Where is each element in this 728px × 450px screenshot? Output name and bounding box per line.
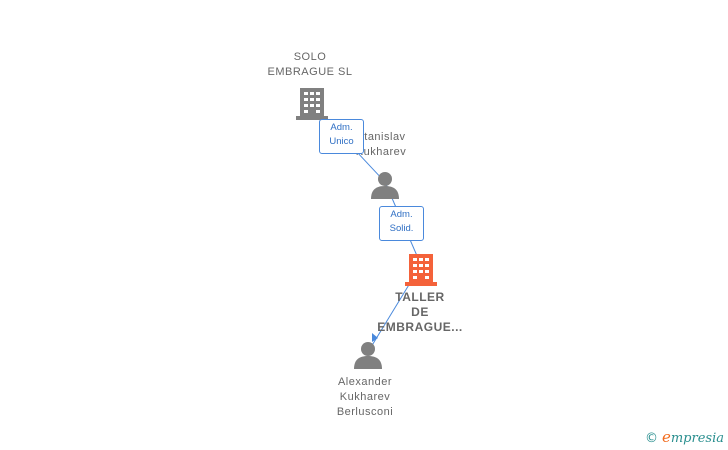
role-badge-line: Unico	[329, 136, 354, 147]
role-badge-line: Adm.	[390, 209, 413, 220]
node-label-line: SOLO	[293, 51, 327, 63]
node-label-line: Berlusconi	[336, 406, 394, 418]
role-badge-adm-solid[interactable]: Adm. Solid.	[379, 206, 424, 241]
node-label-line: Alexander	[337, 376, 393, 388]
role-badge-line: Solid.	[389, 223, 414, 234]
role-badge-line: Adm.	[330, 122, 353, 133]
node-label-line: EMBRAGUE...	[377, 320, 463, 334]
node-label-line: EMBRAGUE SL	[267, 66, 353, 78]
person-icon[interactable]	[353, 340, 383, 370]
company-building-icon[interactable]	[296, 86, 328, 120]
node-label-line: TALLER	[395, 290, 445, 304]
empresia-logo-initial: e	[661, 428, 671, 446]
node-label-alexander-kukharev-berlusconi[interactable]: Alexander Kukharev Berlusconi	[305, 375, 425, 420]
node-label-taller-de-embrague[interactable]: TALLER DE EMBRAGUE...	[360, 290, 480, 335]
node-label-stanislav-kukharev[interactable]: Stanislav Kukharev	[325, 130, 437, 160]
node-label-line: Kukharev	[355, 146, 407, 158]
role-badge-adm-unico[interactable]: Adm. Unico	[319, 119, 364, 154]
empresia-watermark: ©empresia	[645, 428, 724, 446]
node-label-solo-embrague[interactable]: SOLO EMBRAGUE SL	[250, 50, 370, 80]
empresia-logo-text: mpresia	[670, 431, 724, 446]
node-label-line: Kukharev	[339, 391, 391, 403]
node-label-line: Stanislav	[356, 131, 406, 143]
person-icon[interactable]	[370, 170, 400, 200]
arrow-head-alexander	[372, 333, 378, 342]
node-label-line: DE	[411, 305, 429, 319]
copyright-symbol: ©	[644, 431, 658, 446]
main-company-building-icon[interactable]	[405, 252, 437, 286]
